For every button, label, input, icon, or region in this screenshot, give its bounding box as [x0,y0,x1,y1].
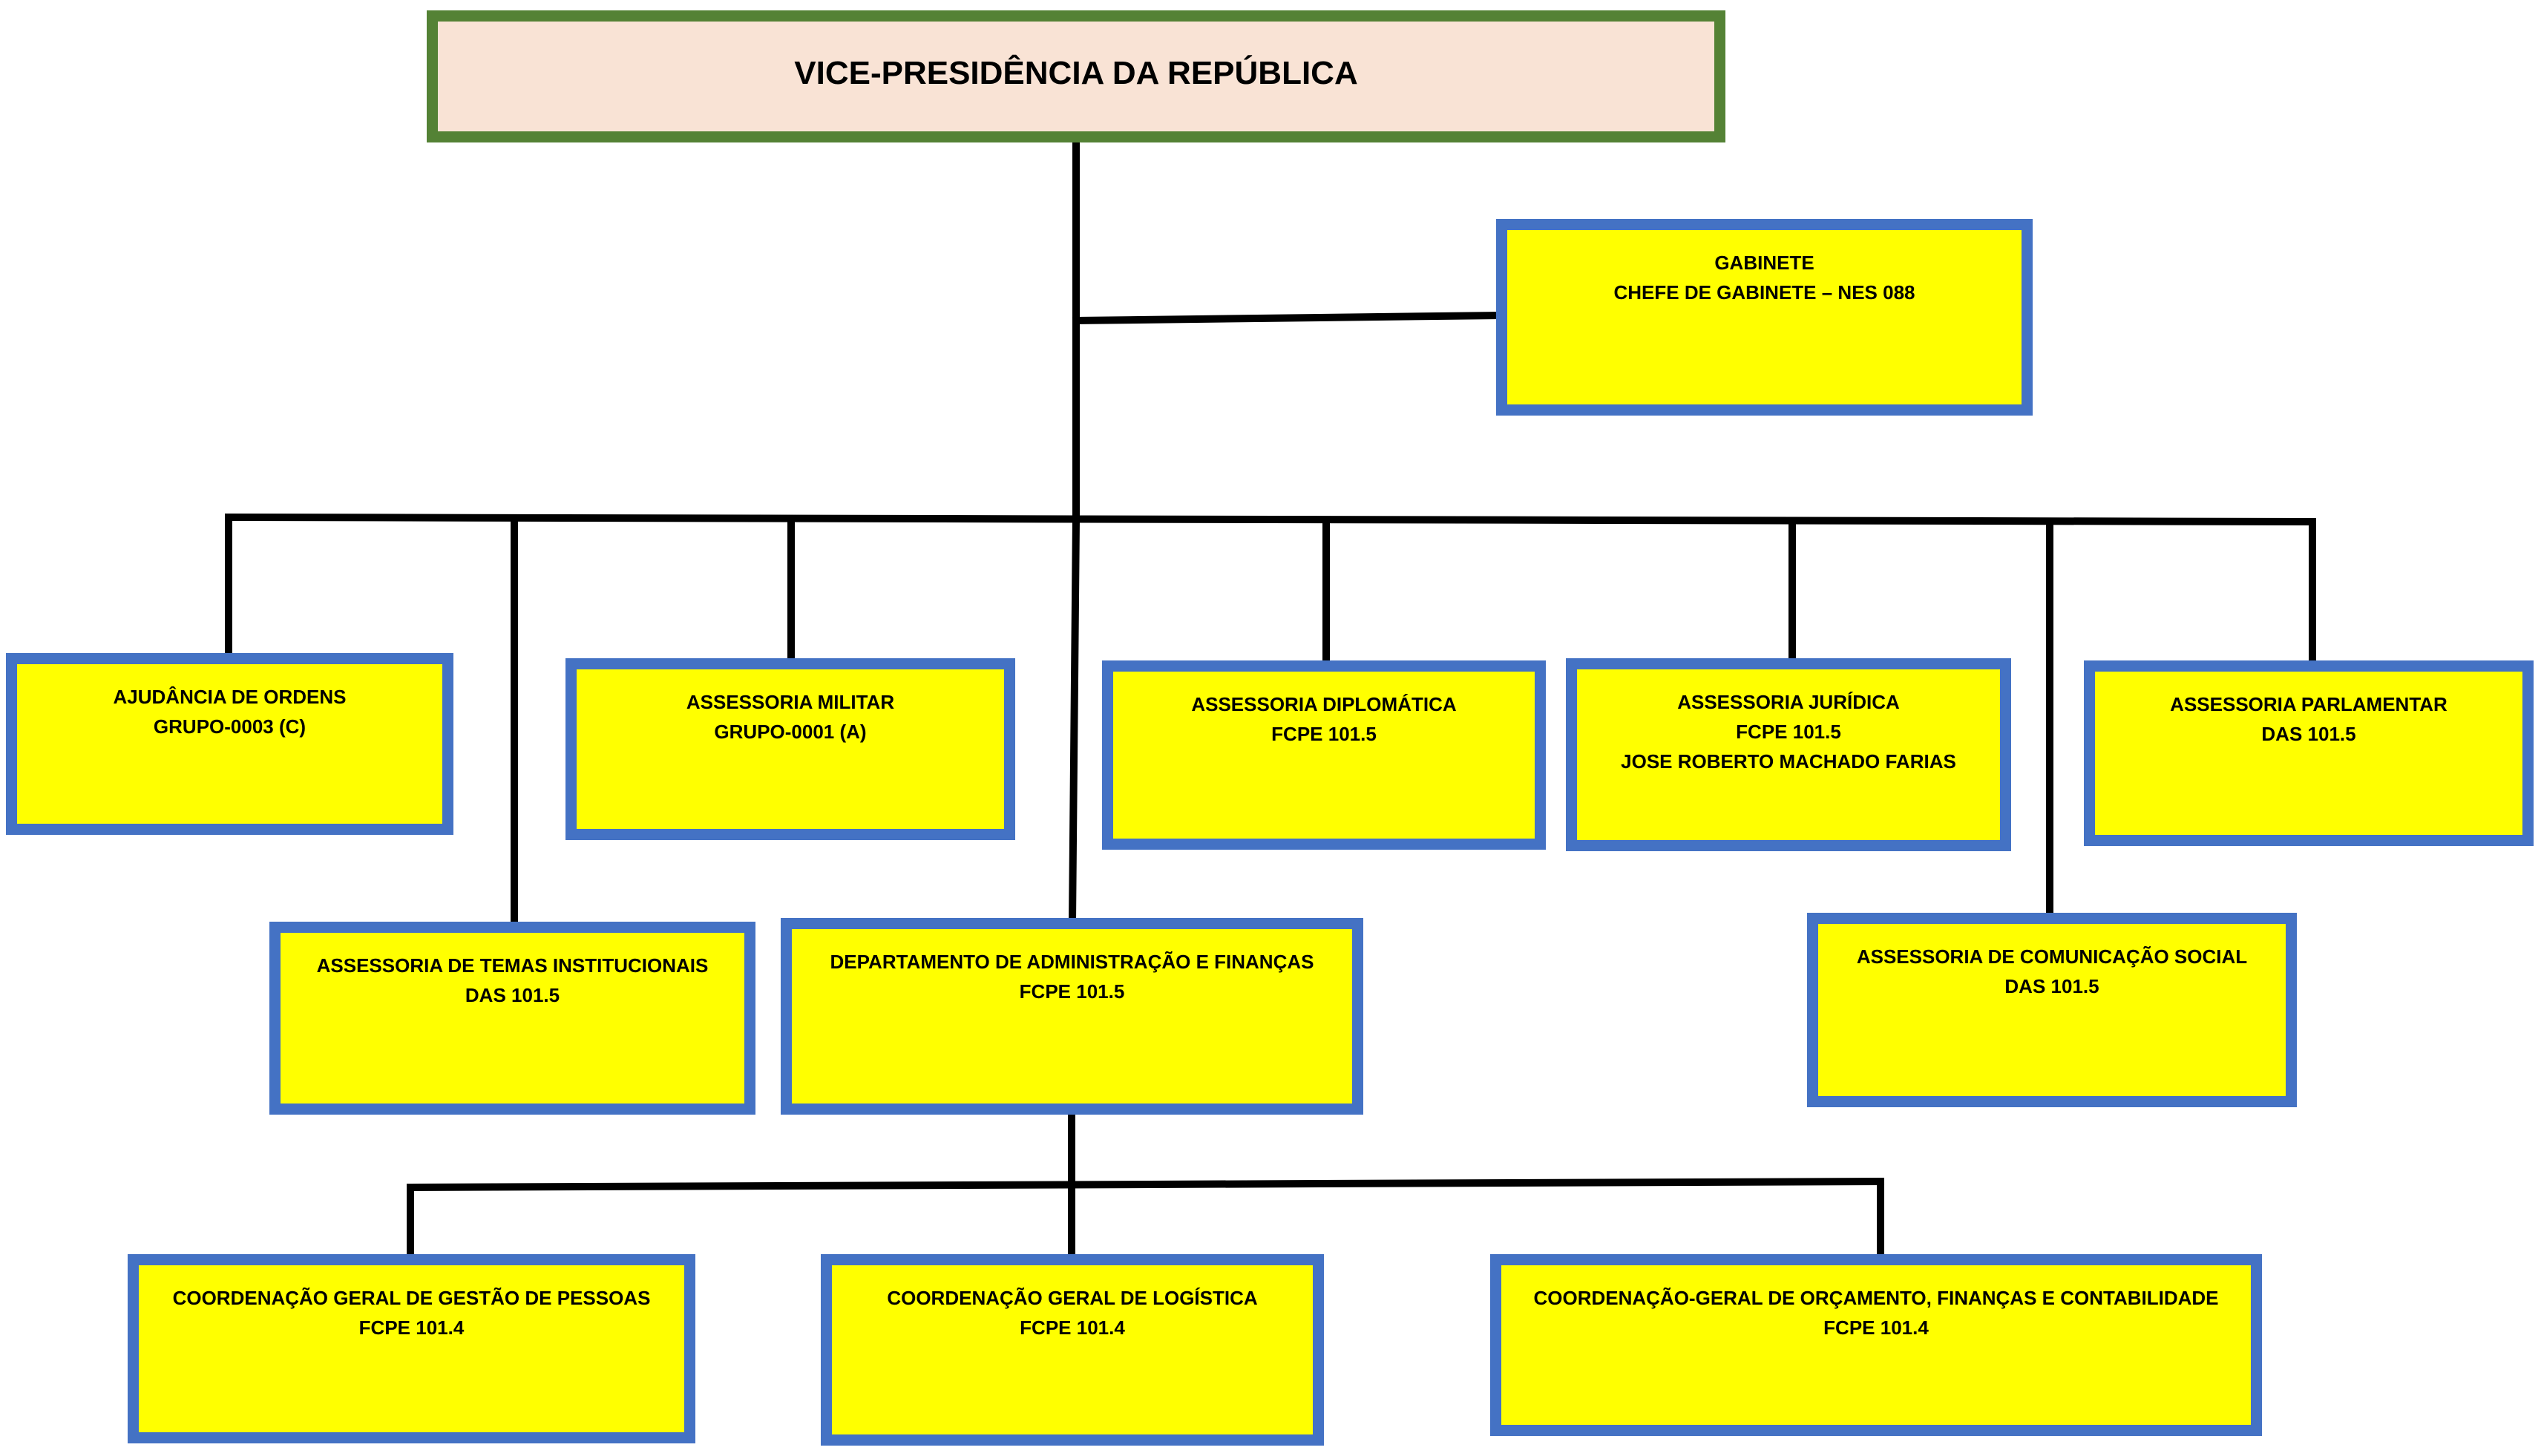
connector-line [1068,515,1081,926]
box-title: AJUDÂNCIA DE ORDENS [113,686,347,708]
box-title: DEPARTAMENTO DE ADMINISTRAÇÃO E FINANÇAS [830,951,1314,973]
box-title: ASSESSORIA DE TEMAS INSTITUCIONAIS [316,954,709,977]
box-subtitle: FCPE 101.5 [1271,723,1377,745]
box-subtitle: FCPE 101.5 [1736,721,1841,743]
box-assessoria-juridica: ASSESSORIA JURÍDICA FCPE 101.5 JOSE ROBE… [1566,658,2011,851]
box-departamento-administracao: DEPARTAMENTO DE ADMINISTRAÇÃO E FINANÇAS… [781,918,1363,1115]
box-title: ASSESSORIA JURÍDICA [1677,691,1900,713]
box-subtitle: FCPE 101.4 [1020,1316,1125,1339]
box-subtitle: FCPE 101.4 [1823,1316,1929,1339]
box-assessoria-parlamentar: ASSESSORIA PARLAMENTAR DAS 101.5 [2084,660,2534,846]
root-title: VICE-PRESIDÊNCIA DA REPÚBLICA [794,55,1358,91]
box-subtitle: GRUPO-0003 (C) [153,715,306,738]
box-title: COORDENAÇÃO GERAL DE GESTÃO DE PESSOAS [172,1287,651,1309]
box-comunicacao-social: ASSESSORIA DE COMUNICAÇÃO SOCIAL DAS 101… [1807,913,2297,1107]
box-subtitle: DAS 101.5 [2004,975,2099,997]
box-assessoria-militar: ASSESSORIA MILITAR GRUPO-0001 (A) [565,658,1015,840]
box-title: ASSESSORIA PARLAMENTAR [2170,693,2447,715]
box-coordenacao-logistica: COORDENAÇÃO GERAL DE LOGÍSTICA FCPE 101.… [821,1254,1324,1446]
box-subtitle: FCPE 101.5 [1019,980,1125,1003]
box-title: ASSESSORIA DIPLOMÁTICA [1191,693,1457,715]
box-title: GABINETE [1714,252,1814,274]
box-subtitle: CHEFE DE GABINETE – NES 088 [1613,281,1915,304]
connector-line [1072,311,1502,325]
box-title: ASSESSORIA MILITAR [686,691,895,713]
box-subtitle: DAS 101.5 [2261,723,2356,745]
box-title: COORDENAÇÃO-GERAL DE ORÇAMENTO, FINANÇAS… [1533,1287,2219,1309]
box-subtitle: DAS 101.5 [465,984,560,1006]
box-title: COORDENAÇÃO GERAL DE LOGÍSTICA [887,1287,1258,1309]
box-title: ASSESSORIA DE COMUNICAÇÃO SOCIAL [1856,945,2248,968]
box-temas-institucionais: ASSESSORIA DE TEMAS INSTITUCIONAIS DAS 1… [269,922,755,1115]
box-coordenacao-orcamento: COORDENAÇÃO-GERAL DE ORÇAMENTO, FINANÇAS… [1490,1254,2262,1436]
box-coordenacao-pessoas: COORDENAÇÃO GERAL DE GESTÃO DE PESSOAS F… [128,1254,695,1443]
root-box: VICE-PRESIDÊNCIA DA REPÚBLICA [427,10,1725,142]
box-subtitle: FCPE 101.4 [358,1316,465,1339]
box-gabinete: GABINETE CHEFE DE GABINETE – NES 088 [1496,219,2033,416]
box-ajudancia: AJUDÂNCIA DE ORDENS GRUPO-0003 (C) [6,653,453,835]
box-person: JOSE ROBERTO MACHADO FARIAS [1621,750,1956,773]
box-assessoria-diplomatica: ASSESSORIA DIPLOMÁTICA FCPE 101.5 [1102,660,1546,850]
connector-line [406,1177,1885,1192]
connector-line [224,513,2317,526]
box-subtitle: GRUPO-0001 (A) [714,721,867,743]
